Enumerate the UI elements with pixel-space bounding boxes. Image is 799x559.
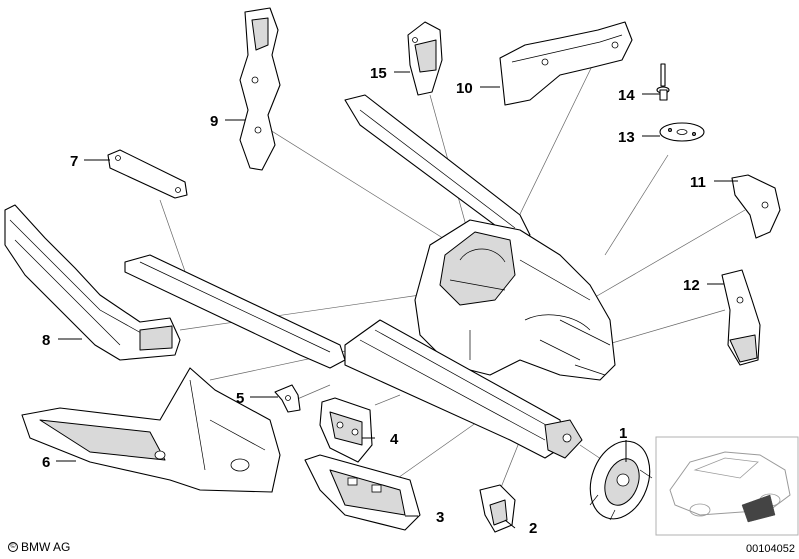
- front-end-structure: [124, 94, 616, 459]
- callout-3: 3: [436, 509, 444, 526]
- part-10-bracket: [499, 21, 633, 106]
- brand-footer: © BMW AG: [8, 540, 70, 554]
- part-7-bracket: [107, 149, 188, 199]
- callout-labels: 1 2 3 4 5 6 7 8 9 10 11 12 13 14 15: [42, 65, 706, 537]
- callout-13: 13: [618, 129, 635, 146]
- part-8-rail: [4, 204, 181, 361]
- part-4-bracket: [319, 397, 373, 463]
- car-thumbnail: [655, 436, 799, 536]
- callout-2: 2: [529, 520, 537, 537]
- callout-8: 8: [42, 332, 50, 349]
- part-2-bracket: [479, 484, 516, 533]
- part-11-bracket: [731, 174, 781, 239]
- guide-lines: [159, 59, 746, 491]
- part-9-bracket: [239, 7, 281, 171]
- callout-5: 5: [236, 390, 244, 407]
- callout-1: 1: [619, 425, 627, 442]
- callout-7: 7: [70, 153, 78, 170]
- callout-9: 9: [210, 113, 218, 130]
- callout-4: 4: [390, 431, 399, 448]
- bmw-logo-icon: ©: [8, 542, 18, 552]
- callout-6: 6: [42, 454, 50, 471]
- part-1-plate: [589, 440, 653, 521]
- part-15-bracket: [407, 21, 443, 96]
- leader-lines: [56, 71, 738, 529]
- part-6-wheelhouse: [21, 367, 281, 493]
- callout-12: 12: [683, 277, 700, 294]
- callout-11: 11: [690, 174, 706, 191]
- callout-15: 15: [370, 65, 387, 82]
- part-13-washer: [659, 122, 705, 142]
- part-5-clip: [274, 384, 301, 413]
- callout-10: 10: [456, 80, 473, 97]
- document-number: 00104052: [746, 543, 795, 555]
- part-14-bolt: [656, 63, 670, 101]
- brand-name: BMW AG: [21, 540, 71, 554]
- part-12-bracket: [721, 269, 761, 366]
- callout-14: 14: [618, 87, 635, 104]
- part-3-bracket: [304, 454, 421, 531]
